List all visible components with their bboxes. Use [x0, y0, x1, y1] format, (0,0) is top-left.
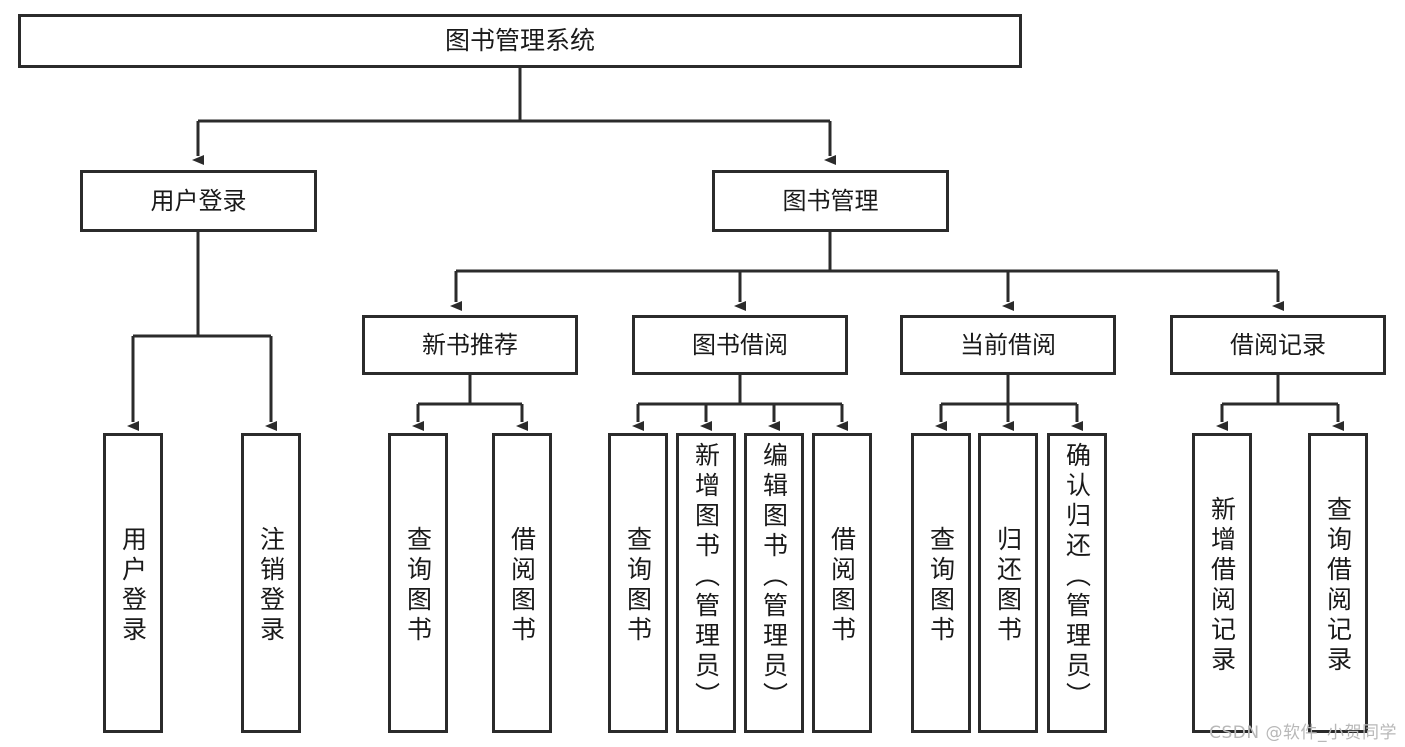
node-label: 当前借阅: [960, 330, 1056, 359]
node-label: 借阅图书: [507, 526, 537, 646]
node-label: 查询借阅记录: [1323, 496, 1353, 676]
leaf-current-query-book[interactable]: 查询图书: [911, 433, 971, 733]
leaf-borrow-borrow-book[interactable]: 借阅图书: [812, 433, 872, 733]
leaf-borrow-edit-book[interactable]: 编辑图书（管理员）: [744, 433, 804, 733]
node-label: 新书推荐: [422, 330, 518, 359]
watermark: CSDN @软件_小贺同学: [1209, 723, 1397, 743]
node-label: 用户登录: [118, 526, 148, 646]
leaf-record-add-record[interactable]: 新增借阅记录: [1192, 433, 1252, 733]
node-book-management[interactable]: 图书管理: [712, 170, 949, 232]
node-label: 查询图书: [623, 526, 653, 646]
leaf-user-login-signout[interactable]: 注销登录: [241, 433, 301, 733]
node-label: 查询图书: [403, 526, 433, 646]
node-label: 新增借阅记录: [1207, 496, 1237, 676]
node-label: 借阅图书: [827, 526, 857, 646]
node-label: 查询图书: [926, 526, 956, 646]
node-label: 图书借阅: [692, 330, 788, 359]
node-new-book-recommend[interactable]: 新书推荐: [362, 315, 578, 375]
node-book-borrow[interactable]: 图书借阅: [632, 315, 848, 375]
leaf-record-query-record[interactable]: 查询借阅记录: [1308, 433, 1368, 733]
leaf-recommend-borrow-book[interactable]: 借阅图书: [492, 433, 552, 733]
node-borrow-record[interactable]: 借阅记录: [1170, 315, 1386, 375]
node-label: 新增图书（管理员）: [691, 442, 721, 712]
node-label: 图书管理系统: [444, 26, 595, 56]
leaf-borrow-add-book[interactable]: 新增图书（管理员）: [676, 433, 736, 733]
node-label: 图书管理: [782, 186, 879, 215]
node-label: 用户登录: [150, 186, 247, 215]
leaf-current-return-book[interactable]: 归还图书: [978, 433, 1038, 733]
node-label: 注销登录: [256, 526, 286, 646]
node-label: 确认归还（管理员）: [1062, 442, 1092, 712]
node-label: 借阅记录: [1230, 330, 1326, 359]
leaf-borrow-query-book[interactable]: 查询图书: [608, 433, 668, 733]
leaf-recommend-query-book[interactable]: 查询图书: [388, 433, 448, 733]
node-label: 编辑图书（管理员）: [759, 442, 789, 712]
node-current-borrow[interactable]: 当前借阅: [900, 315, 1116, 375]
node-label: 归还图书: [993, 526, 1023, 646]
node-root-system[interactable]: 图书管理系统: [18, 14, 1022, 68]
node-user-login[interactable]: 用户登录: [80, 170, 317, 232]
leaf-current-confirm-return[interactable]: 确认归还（管理员）: [1047, 433, 1107, 733]
leaf-user-login-signin[interactable]: 用户登录: [103, 433, 163, 733]
